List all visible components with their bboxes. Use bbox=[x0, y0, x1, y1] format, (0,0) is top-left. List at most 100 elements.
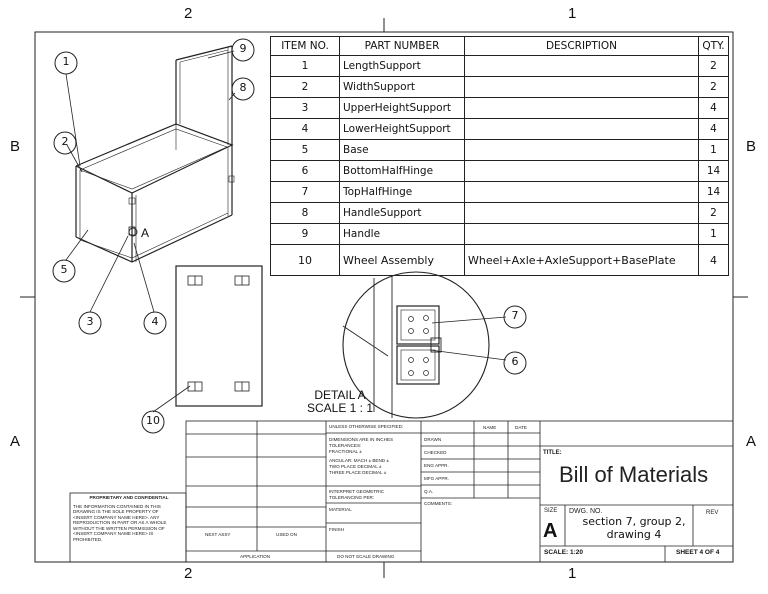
tb-eng-appr: ENG APPR. bbox=[424, 463, 449, 468]
bom-item: 1 bbox=[270, 55, 340, 77]
bom-desc bbox=[464, 97, 699, 119]
bom-part: BottomHalfHinge bbox=[339, 160, 465, 182]
balloon-3: 3 bbox=[86, 315, 94, 328]
bom-desc bbox=[464, 202, 699, 224]
bom-header-item: ITEM NO. bbox=[270, 36, 340, 56]
balloon-leaders bbox=[65, 50, 507, 413]
tb-drawn: DRAWN bbox=[424, 437, 442, 442]
detail-label: DETAIL A SCALE 1 : 1 bbox=[300, 389, 380, 415]
proprietary-line: <INSERT COMPANY NAME HERE> IS bbox=[73, 531, 154, 536]
bom-part: Base bbox=[339, 139, 465, 161]
balloon-10: 10 bbox=[146, 414, 160, 427]
tb-do-not-scale: DO NOT SCALE DRAWING bbox=[337, 554, 395, 559]
bom-qty: 2 bbox=[698, 202, 729, 224]
bom-item: 3 bbox=[270, 97, 340, 119]
tb-three: THREE PLACE DECIMAL ± bbox=[329, 470, 387, 475]
balloon-8: 8 bbox=[239, 81, 247, 94]
balloon-7: 7 bbox=[511, 309, 519, 322]
bom-desc bbox=[464, 76, 699, 98]
tb-ang: ANGULAR: MACH ± BEND ± bbox=[329, 458, 389, 463]
tb-mfg-appr: MFG APPR. bbox=[424, 476, 450, 481]
bom-desc bbox=[464, 118, 699, 140]
balloon-9: 9 bbox=[239, 42, 247, 55]
bom-qty: 2 bbox=[698, 76, 729, 98]
bom-qty: 4 bbox=[698, 244, 729, 276]
bom-part: LowerHeightSupport bbox=[339, 118, 465, 140]
balloon-circles bbox=[52, 38, 527, 434]
base-bottom-view bbox=[175, 265, 263, 407]
tb-title-label: TITLE: bbox=[543, 450, 562, 456]
bom-item: 2 bbox=[270, 76, 340, 98]
tb-dwg-no: section 7, group 2, drawing 4 bbox=[578, 515, 690, 541]
bom-desc: Wheel+Axle+AxleSupport+BasePlate bbox=[464, 244, 699, 276]
tb-qa: Q.A. bbox=[424, 489, 434, 494]
bom-part: UpperHeightSupport bbox=[339, 97, 465, 119]
tb-size: A bbox=[543, 520, 558, 542]
bom-item: 8 bbox=[270, 202, 340, 224]
tb-interp: INTERPRET GEOMETRIC bbox=[329, 489, 385, 494]
tb-dims: DIMENSIONS ARE IN INCHES bbox=[329, 437, 394, 442]
balloon-2: 2 bbox=[61, 135, 69, 148]
bom-desc bbox=[464, 55, 699, 77]
zone-left-b: B bbox=[10, 138, 21, 155]
tb-checked: CHECKED bbox=[424, 450, 447, 455]
tb-frac: FRACTIONAL ± bbox=[329, 449, 362, 454]
bom-item: 4 bbox=[270, 118, 340, 140]
tb-dwg-label: DWG. NO. bbox=[569, 508, 603, 515]
zone-left-a: A bbox=[10, 433, 21, 450]
balloon-5: 5 bbox=[60, 263, 68, 276]
tb-tol: TOLERANCES: bbox=[329, 443, 362, 448]
zone-bottom-2: 2 bbox=[184, 565, 193, 582]
zone-top-2: 2 bbox=[184, 5, 193, 22]
isometric-cart-view bbox=[75, 45, 235, 263]
tb-sheet: SHEET 4 OF 4 bbox=[676, 549, 720, 556]
bom-qty: 2 bbox=[698, 55, 729, 77]
tb-application: APPLICATION bbox=[240, 554, 271, 559]
tb-unless: UNLESS OTHERWISE SPECIFIED: bbox=[329, 424, 404, 429]
bom-item: 10 bbox=[270, 244, 340, 276]
bom-qty: 4 bbox=[698, 97, 729, 119]
detail-scale: SCALE 1 : 1 bbox=[306, 401, 374, 415]
zone-bottom-1: 1 bbox=[568, 565, 577, 582]
bom-desc bbox=[464, 160, 699, 182]
tb-comments: COMMENTS: bbox=[424, 501, 453, 506]
proprietary-line: PROHIBITED. bbox=[73, 536, 103, 542]
proprietary-box bbox=[69, 492, 187, 563]
zone-right-a: A bbox=[746, 433, 757, 450]
bom-desc bbox=[464, 139, 699, 161]
balloon-4: 4 bbox=[151, 315, 159, 328]
bom-qty: 4 bbox=[698, 118, 729, 140]
tb-material: MATERIAL bbox=[329, 507, 352, 512]
proprietary-title: PROPRIETARY AND CONFIDENTIAL bbox=[89, 495, 169, 500]
tb-name: NAME bbox=[483, 425, 497, 430]
bom-qty: 14 bbox=[698, 160, 729, 182]
tb-date: DATE bbox=[515, 425, 527, 430]
proprietary-notice: PROPRIETARY AND CONFIDENTIAL THE INFORMA… bbox=[73, 495, 185, 542]
detail-title: DETAIL A bbox=[314, 388, 366, 402]
bom-part: LengthSupport bbox=[339, 55, 465, 77]
tb-dwg-line2: drawing 4 bbox=[606, 528, 662, 541]
balloon-1: 1 bbox=[62, 55, 70, 68]
bom-header-row: ITEM NO. PART NUMBER DESCRIPTION QTY. bbox=[270, 36, 729, 56]
tb-title: Bill of Materials bbox=[559, 462, 709, 487]
bom-desc bbox=[464, 181, 699, 203]
bom-item: 7 bbox=[270, 181, 340, 203]
proprietary-line: WITHOUT THE WRITTEN PERMISSION OF bbox=[73, 525, 165, 531]
proprietary-line: THE INFORMATION CONTAINED IN THIS bbox=[73, 503, 161, 509]
tb-rev-label: REV bbox=[706, 510, 719, 516]
tb-next-assy: NEXT ASSY bbox=[205, 532, 231, 537]
bom-item: 5 bbox=[270, 139, 340, 161]
bom-desc bbox=[464, 223, 699, 245]
tb-two: TWO PLACE DECIMAL ± bbox=[329, 464, 382, 469]
bom-part: Wheel Assembly bbox=[339, 244, 465, 276]
proprietary-line: <INSERT COMPANY NAME HERE>. ANY bbox=[73, 514, 160, 520]
